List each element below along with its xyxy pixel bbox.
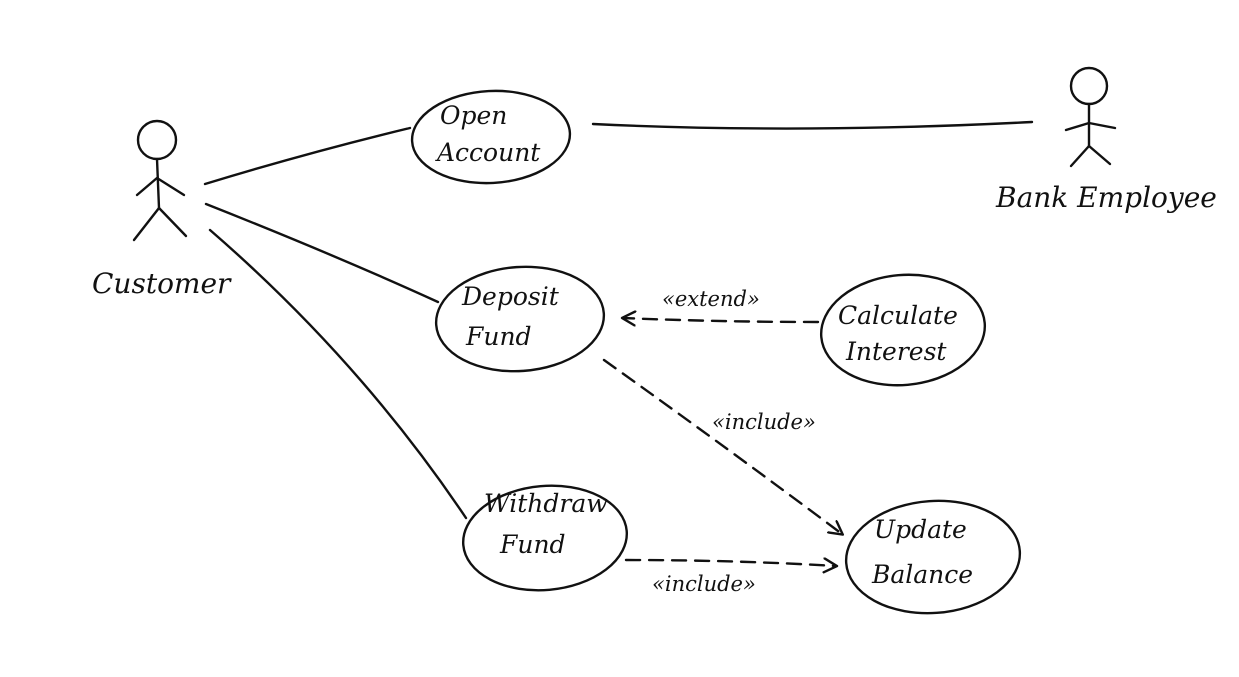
association-customer-withdraw-fund	[208, 228, 468, 520]
bank-employee-label: Bank Employee	[995, 181, 1217, 214]
customer-head	[136, 119, 178, 161]
association-customer-open-account	[203, 126, 412, 186]
use-case-open-account: Open Account	[410, 89, 572, 185]
bank-employee-arms	[1064, 121, 1117, 132]
calculate-interest-line2: Interest	[845, 337, 947, 366]
update-balance-line1: Update	[874, 515, 967, 544]
deposit-fund-line2: Fund	[465, 322, 532, 351]
include-deposit-label: «include»	[712, 410, 816, 434]
open-account-line1: Open	[440, 101, 507, 130]
bank-employee-legs	[1069, 144, 1112, 168]
calculate-interest-line1: Calculate	[838, 301, 958, 330]
withdraw-fund-line2: Fund	[499, 530, 566, 559]
update-balance-line2: Balance	[871, 560, 973, 589]
customer-legs	[132, 206, 188, 242]
use-case-calculate-interest: Calculate Interest	[819, 273, 987, 387]
include-withdraw-update-relationship: «include»	[624, 560, 836, 596]
association-customer-deposit-fund	[204, 202, 440, 304]
extend-label: «extend»	[662, 287, 760, 311]
include-withdraw-label: «include»	[652, 572, 756, 596]
withdraw-fund-line1: Withdraw	[484, 489, 608, 518]
customer-label: Customer	[92, 267, 232, 300]
open-account-line2: Account	[435, 138, 541, 167]
bank-employee-actor: Bank Employee	[995, 66, 1217, 214]
association-open-account-bank-employee	[591, 120, 1034, 130]
include-deposit-update-relationship: «include»	[602, 358, 842, 534]
extend-relationship: «extend»	[623, 287, 820, 322]
bank-employee-head	[1069, 66, 1109, 106]
deposit-fund-line1: Deposit	[461, 282, 560, 311]
include-deposit-arrow	[602, 358, 842, 534]
customer-body	[155, 157, 161, 210]
extend-arrow	[623, 318, 820, 322]
customer-actor: Customer	[92, 119, 232, 300]
use-case-deposit-fund: Deposit Fund	[434, 265, 606, 373]
use-case-update-balance: Update Balance	[844, 499, 1022, 615]
use-case-withdraw-fund: Withdraw Fund	[461, 484, 629, 592]
customer-arms	[135, 176, 186, 197]
include-withdraw-arrow	[624, 560, 836, 566]
